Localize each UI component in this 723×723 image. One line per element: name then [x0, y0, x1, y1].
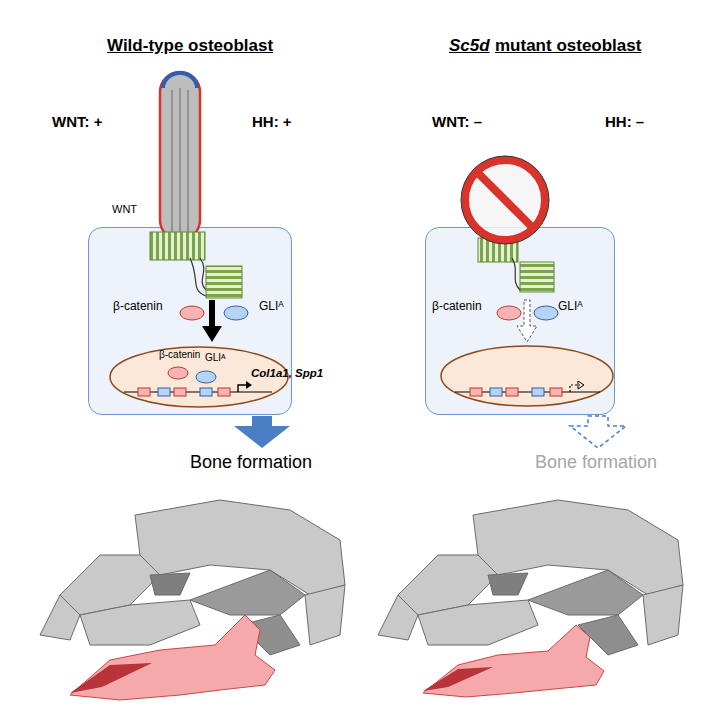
protein-label: β-catenin [432, 300, 482, 314]
protein-label: β-catenin [159, 349, 200, 361]
gene-label: Col1a1, Spp1 [251, 367, 323, 380]
signal-status: HH: – [605, 113, 644, 130]
outcome-label: Bone formation [535, 452, 657, 473]
panel-heading: Wild-type osteoblast [107, 36, 273, 56]
ligand-label: WNT [112, 203, 137, 216]
osteoblast-cell: β-cateninGLIᴬβ-cateninGLIᴬCol1a1, Spp1 [88, 227, 292, 415]
signal-status: HH: + [252, 113, 292, 130]
outcome-label: Bone formation [190, 452, 312, 473]
nucleus: β-cateninGLIᴬCol1a1, Spp1 [109, 346, 289, 408]
signal-status: WNT: – [432, 113, 482, 130]
gene-name: Sc5d [449, 36, 490, 56]
protein-label: GLIᴬ [205, 352, 226, 364]
protein-label: GLIᴬ [558, 300, 583, 314]
osteoblast-cell: β-catenin GLIᴬ [425, 227, 615, 415]
protein-label: β-catenin [113, 300, 163, 314]
protein-label: GLIᴬ [259, 300, 284, 314]
signal-status: WNT: + [52, 113, 102, 130]
panel-heading: mutant osteoblast [495, 36, 641, 56]
